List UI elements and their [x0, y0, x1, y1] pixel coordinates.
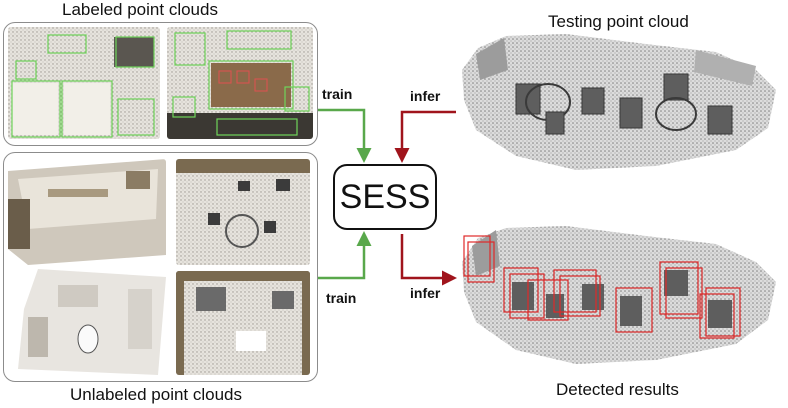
sess-label: SESS — [339, 177, 431, 216]
train-arrow-top — [318, 108, 372, 163]
testing-point-cloud — [462, 34, 776, 170]
detected-title: Detected results — [556, 380, 679, 399]
labeled-panel — [3, 22, 318, 146]
train-label-bottom: train — [326, 290, 357, 306]
detected-box-6 — [659, 261, 699, 315]
detected-box-3 — [527, 279, 569, 321]
train-label-top: train — [322, 86, 353, 102]
detected-box-7 — [705, 287, 741, 337]
sess-model-box: SESS — [333, 164, 437, 230]
infer-arrow-top — [394, 110, 456, 163]
unlabeled-scene-1 — [8, 159, 166, 265]
labeled-scene-2 — [167, 27, 313, 139]
detected-box-4 — [553, 269, 597, 313]
detected-box-5 — [615, 287, 653, 333]
labeled-title: Labeled point clouds — [62, 0, 218, 19]
unlabeled-title: Unlabeled point clouds — [70, 385, 243, 404]
labeled-scene-1 — [8, 27, 160, 139]
detected-box-1 — [463, 235, 491, 277]
detected-point-cloud — [462, 226, 776, 364]
unlabeled-scene-4 — [176, 271, 310, 375]
unlabeled-scene-3 — [18, 269, 166, 375]
infer-label-top: infer — [410, 88, 441, 104]
unlabeled-scene-2 — [176, 159, 310, 265]
infer-arrow-bottom — [400, 234, 457, 286]
unlabeled-panel — [3, 152, 318, 382]
infer-label-bottom: infer — [410, 285, 441, 301]
detected-box-2 — [503, 267, 539, 313]
testing-title: Testing point cloud — [548, 12, 689, 31]
train-arrow-bottom — [318, 231, 372, 280]
